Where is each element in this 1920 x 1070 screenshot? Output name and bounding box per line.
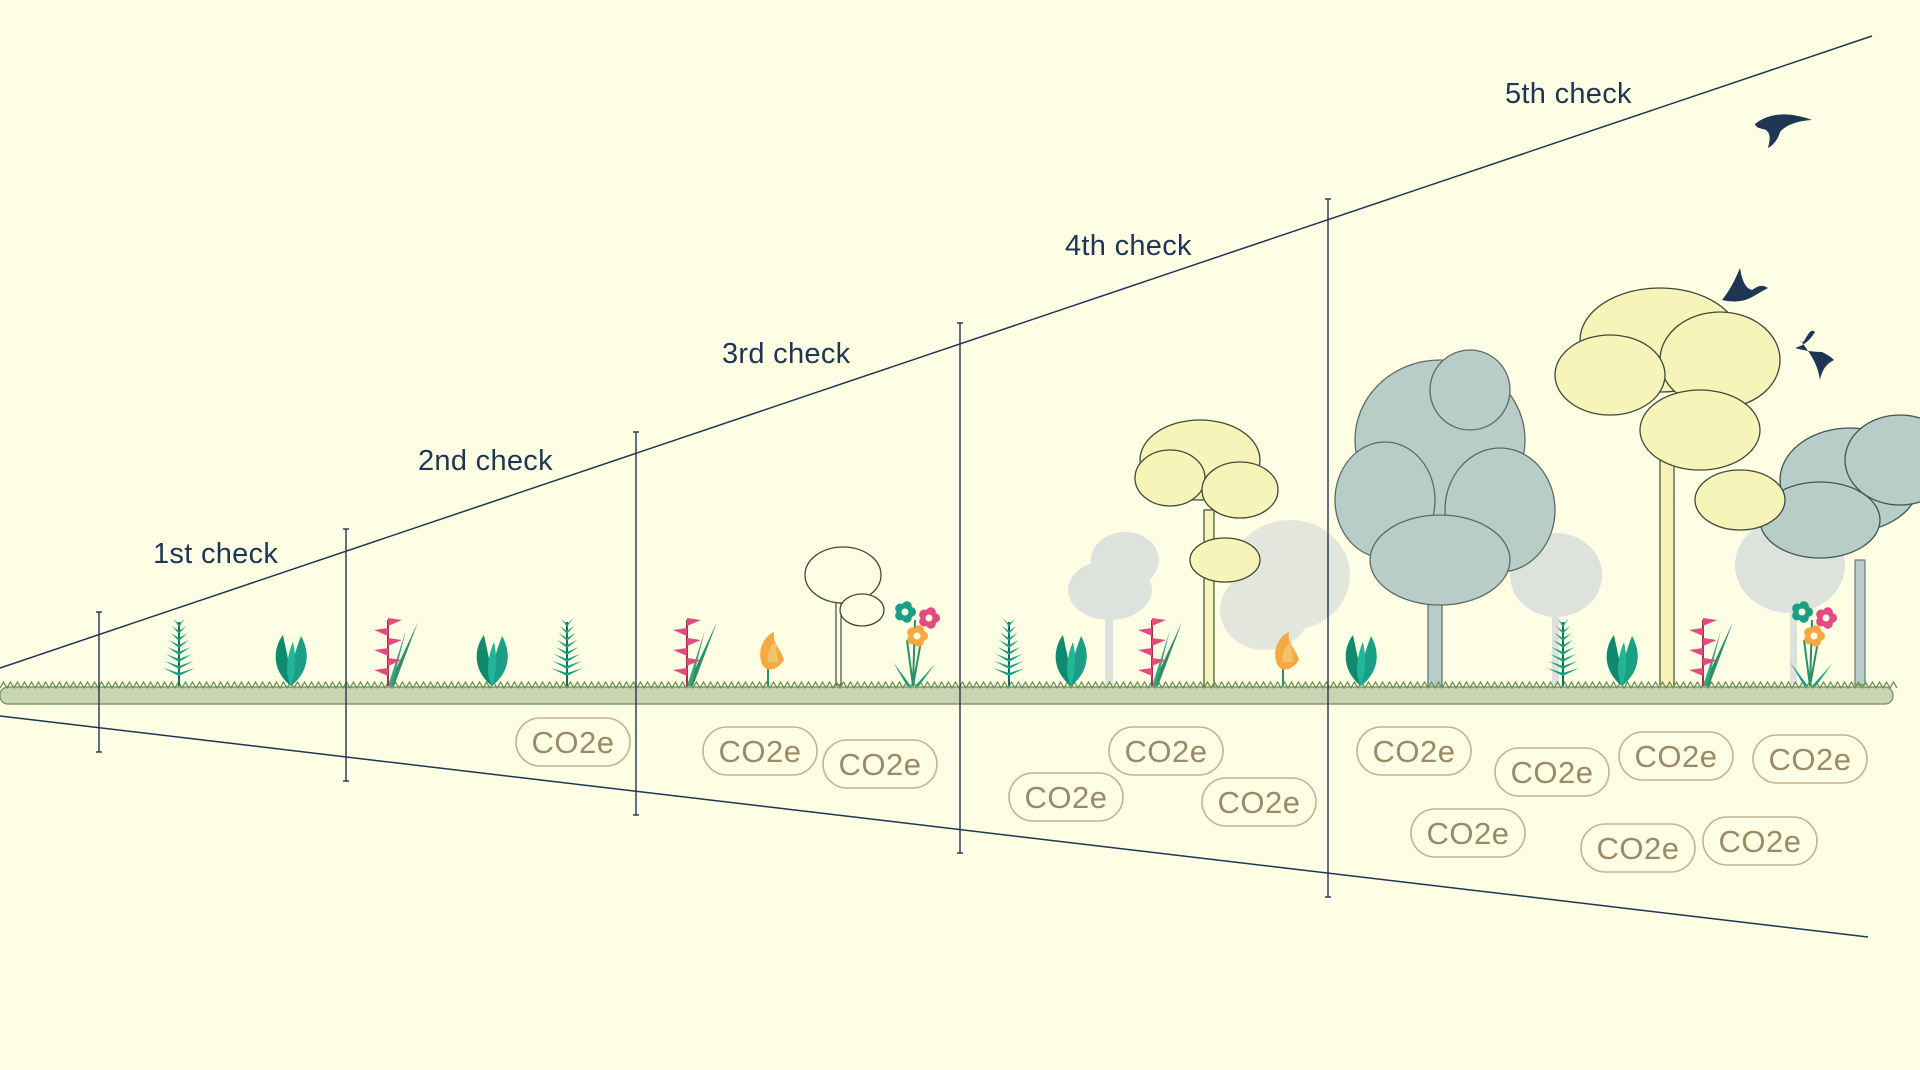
tree-icon	[1335, 350, 1555, 690]
co2e-label: CO2e	[532, 725, 615, 760]
heliconia-icon	[1138, 618, 1182, 686]
co2e-label: CO2e	[1218, 785, 1301, 820]
funnel-lines	[0, 36, 1872, 937]
co2e-badge: CO2e	[1495, 748, 1609, 796]
co2e-label: CO2e	[1511, 755, 1594, 790]
stage-label: 2nd check	[418, 445, 553, 477]
co2e-label: CO2e	[1769, 742, 1852, 777]
co2e-badge: CO2e	[516, 718, 630, 766]
co2e-label: CO2e	[719, 734, 802, 769]
stage-label: 4th check	[1065, 230, 1192, 262]
co2e-badge: CO2e	[1753, 735, 1867, 783]
co2e-label: CO2e	[1635, 739, 1718, 774]
ground-strip	[0, 682, 1897, 704]
leaf-plant-icon	[276, 635, 307, 686]
stage-label: 5th check	[1505, 78, 1632, 110]
bird-of-paradise-icon	[760, 632, 784, 686]
checkpoint-marker	[957, 323, 963, 853]
fern-icon	[993, 619, 1025, 686]
heliconia-icon	[1689, 618, 1733, 686]
flower-cluster-icon	[893, 601, 940, 686]
foreground-plants	[163, 601, 1837, 686]
co2e-badge: CO2e	[1357, 727, 1471, 775]
co2e-label: CO2e	[1427, 816, 1510, 851]
heliconia-icon	[374, 618, 418, 686]
checkpoint-marker	[633, 432, 639, 815]
co2e-label: CO2e	[1125, 734, 1208, 769]
leaf-plant-icon	[1056, 635, 1087, 686]
bird-icon	[1795, 331, 1834, 380]
co2e-label: CO2e	[1597, 831, 1680, 866]
co2e-badge: CO2e	[1411, 809, 1525, 857]
co2e-badge: CO2e	[823, 740, 937, 788]
bird-icon	[1755, 114, 1812, 148]
tree-icon	[1760, 415, 1920, 685]
tree-icon	[805, 547, 884, 685]
checkpoint-marker	[343, 529, 349, 781]
co2e-badge: CO2e	[1581, 824, 1695, 872]
stage-label: 3rd check	[722, 338, 851, 370]
bird-icon	[1722, 268, 1768, 302]
fern-icon	[551, 619, 583, 686]
flower-cluster-icon	[1790, 601, 1837, 686]
co2e-badge: CO2e	[1703, 817, 1817, 865]
stage-label: 1st check	[153, 538, 278, 570]
leaf-plant-icon	[1346, 635, 1377, 686]
co2e-badge: CO2e	[1619, 732, 1733, 780]
co2e-badge: CO2e	[1109, 727, 1223, 775]
co2e-label: CO2e	[839, 747, 922, 782]
co2e-label: CO2e	[1025, 780, 1108, 815]
co2e-badge: CO2e	[703, 727, 817, 775]
co2e-label: CO2e	[1373, 734, 1456, 769]
leaf-plant-icon	[1607, 635, 1638, 686]
leaf-plant-icon	[477, 635, 508, 686]
co2e-badge: CO2e	[1202, 778, 1316, 826]
co2e-badge: CO2e	[1009, 773, 1123, 821]
co2e-label: CO2e	[1719, 824, 1802, 859]
fern-icon	[1547, 619, 1579, 686]
fern-icon	[163, 619, 195, 686]
tree-icon	[1555, 288, 1785, 688]
heliconia-icon	[673, 618, 717, 686]
